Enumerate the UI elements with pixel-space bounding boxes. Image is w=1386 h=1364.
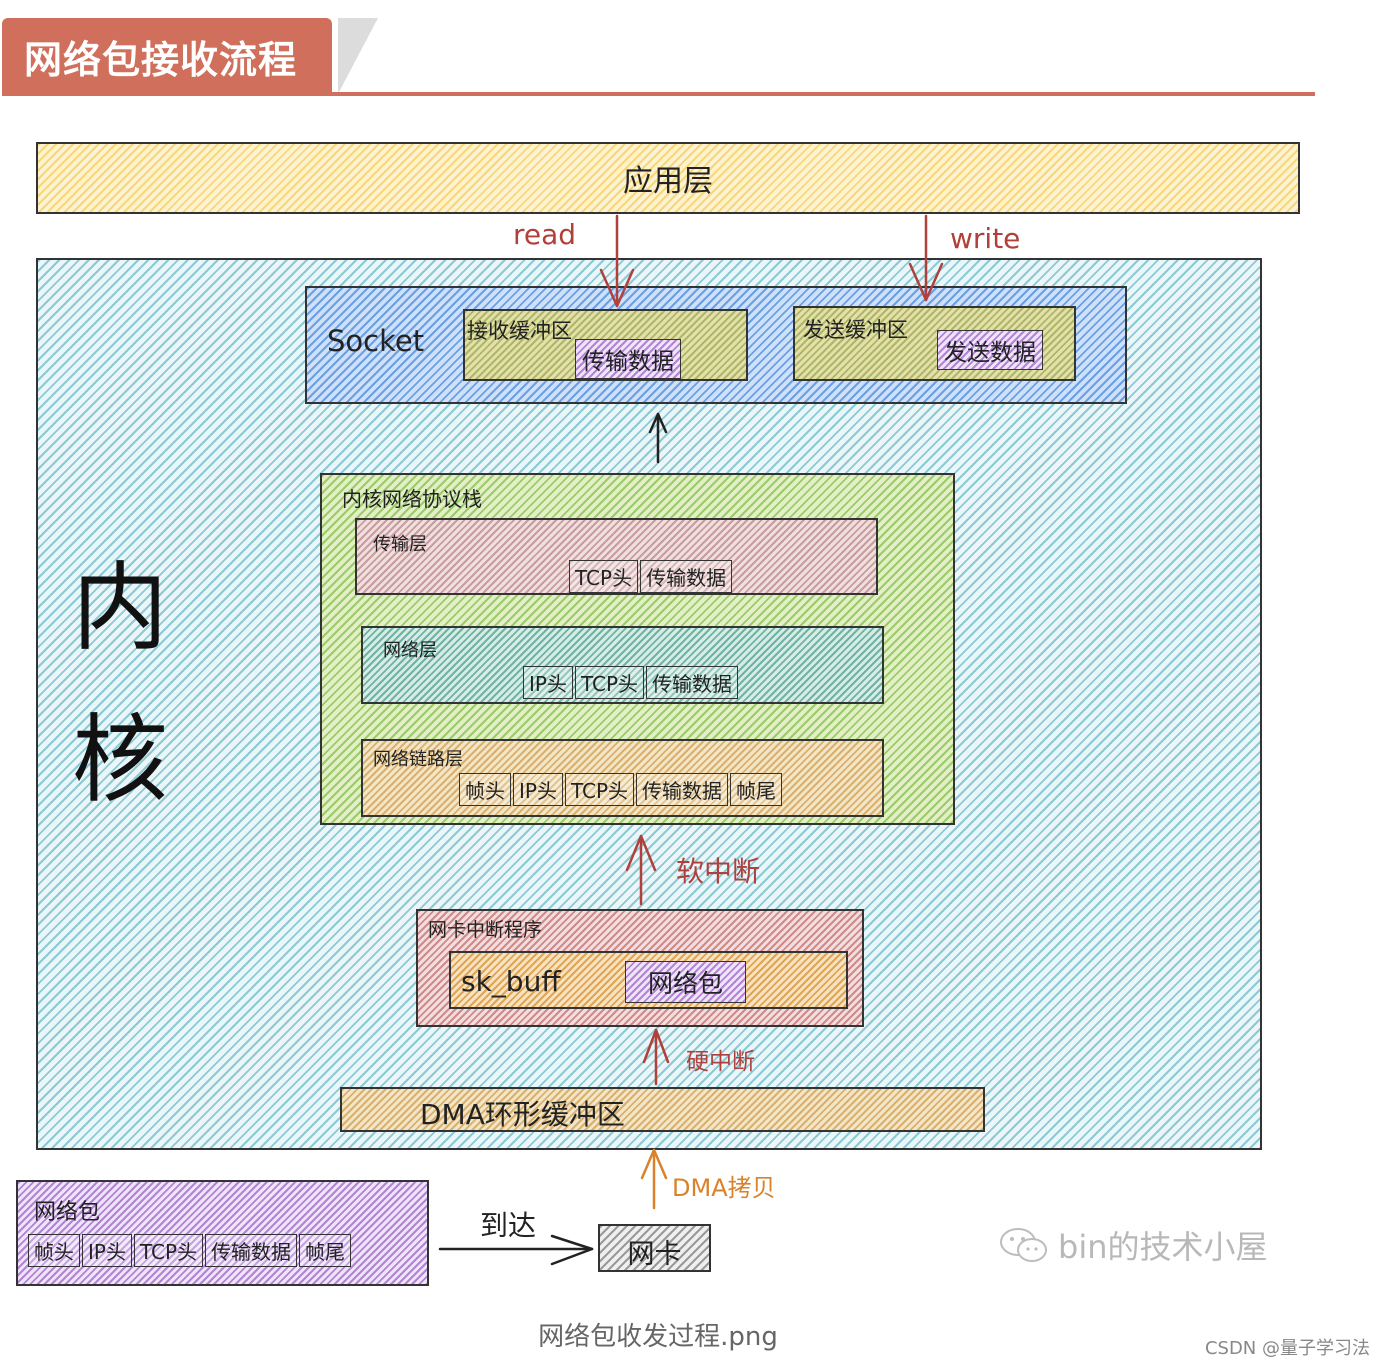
packet-cell-frame-header: 帧头: [28, 1234, 80, 1267]
watermark: bin的技术小屋: [998, 1222, 1268, 1268]
read-label: read: [513, 218, 577, 251]
link-cell-ip-header: IP头: [513, 773, 563, 806]
nic-box: 网卡: [598, 1224, 711, 1272]
kernel-label-line1: 内: [72, 552, 168, 664]
transport-cell-payload: 传输数据: [640, 560, 733, 593]
socket-label: Socket: [327, 324, 425, 358]
link-cell-payload: 传输数据: [636, 773, 729, 806]
section-title-text: 网络包接收流程: [24, 37, 298, 82]
protocol-stack-title: 内核网络协议栈: [342, 487, 482, 511]
recv-buffer-label: 接收缓冲区: [467, 319, 572, 343]
write-label: write: [950, 222, 1021, 255]
nic-irq-handler-title: 网卡中断程序: [428, 919, 543, 941]
link-layer-box: 网络链路层 帧头 IP头 TCP头 传输数据 帧尾: [361, 739, 884, 817]
transport-cell-tcp-header: TCP头: [569, 560, 639, 593]
dma-copy-arrow: [640, 1148, 668, 1210]
incoming-packet-cells: 帧头 IP头 TCP头 传输数据 帧尾: [28, 1234, 353, 1267]
kernel-label-line2: 核: [72, 704, 168, 816]
network-cell-tcp-header: TCP头: [574, 666, 645, 699]
network-cell-ip-header: IP头: [523, 666, 573, 699]
link-cell-tcp-header: TCP头: [564, 773, 635, 806]
send-buffer-label: 发送缓冲区: [803, 318, 908, 342]
incoming-packet-title: 网络包: [34, 1200, 101, 1225]
network-cells: IP头 TCP头 传输数据: [523, 666, 740, 699]
dma-ring-buffer-label: DMA环形缓冲区: [420, 1098, 625, 1131]
transport-layer-box: 传输层 TCP头 传输数据: [355, 518, 878, 595]
transport-layer-label: 传输层: [373, 534, 427, 555]
link-cell-frame-header: 帧头: [459, 773, 511, 806]
incoming-packet-box: 网络包 帧头 IP头 TCP头 传输数据 帧尾: [16, 1180, 429, 1286]
nic-label: 网卡: [627, 1239, 682, 1270]
hard-irq-label: 硬中断: [686, 1049, 755, 1075]
packet-cell-ip-header: IP头: [82, 1234, 132, 1267]
sk-buff-packet: 网络包: [625, 961, 747, 1003]
dma-ring-buffer-box: DMA环形缓冲区: [340, 1087, 985, 1132]
network-layer-label: 网络层: [383, 640, 437, 661]
packet-cell-payload: 传输数据: [205, 1234, 298, 1267]
link-cells: 帧头 IP头 TCP头 传输数据 帧尾: [459, 773, 784, 806]
app-layer-box: 应用层: [36, 142, 1300, 214]
send-buffer-box: 发送缓冲区 发送数据: [793, 306, 1076, 381]
recv-buffer-data: 传输数据: [575, 339, 681, 379]
transport-cells: TCP头 传输数据: [569, 560, 734, 593]
dma-copy-label: DMA拷贝: [672, 1174, 776, 1202]
packet-cell-tcp-header: TCP头: [133, 1234, 204, 1267]
app-layer-label: 应用层: [623, 164, 713, 199]
recv-buffer-box: 接收缓冲区 传输数据: [463, 309, 748, 381]
arrive-label: 到达: [480, 1209, 537, 1242]
send-buffer-data: 发送数据: [937, 330, 1043, 370]
packet-cell-frame-trailer: 帧尾: [299, 1234, 352, 1267]
watermark-text: bin的技术小屋: [1058, 1228, 1268, 1266]
sk-buff-box: sk_buff 网络包: [449, 951, 848, 1009]
banner-underline: [2, 92, 1315, 96]
sk-buff-label: sk_buff: [461, 965, 561, 998]
section-title: 网络包接收流程: [2, 18, 332, 94]
network-layer-box: 网络层 IP头 TCP头 传输数据: [361, 626, 884, 704]
wechat-icon: [1000, 1228, 1047, 1262]
banner-tail-decoration: [338, 18, 378, 94]
network-cell-payload: 传输数据: [646, 666, 739, 699]
image-caption: 网络包收发过程.png: [538, 1322, 778, 1352]
credit-text: CSDN @量子学习法: [1204, 1338, 1370, 1359]
link-layer-label: 网络链路层: [373, 749, 463, 770]
soft-irq-label: 软中断: [676, 855, 761, 888]
link-cell-frame-trailer: 帧尾: [730, 773, 783, 806]
